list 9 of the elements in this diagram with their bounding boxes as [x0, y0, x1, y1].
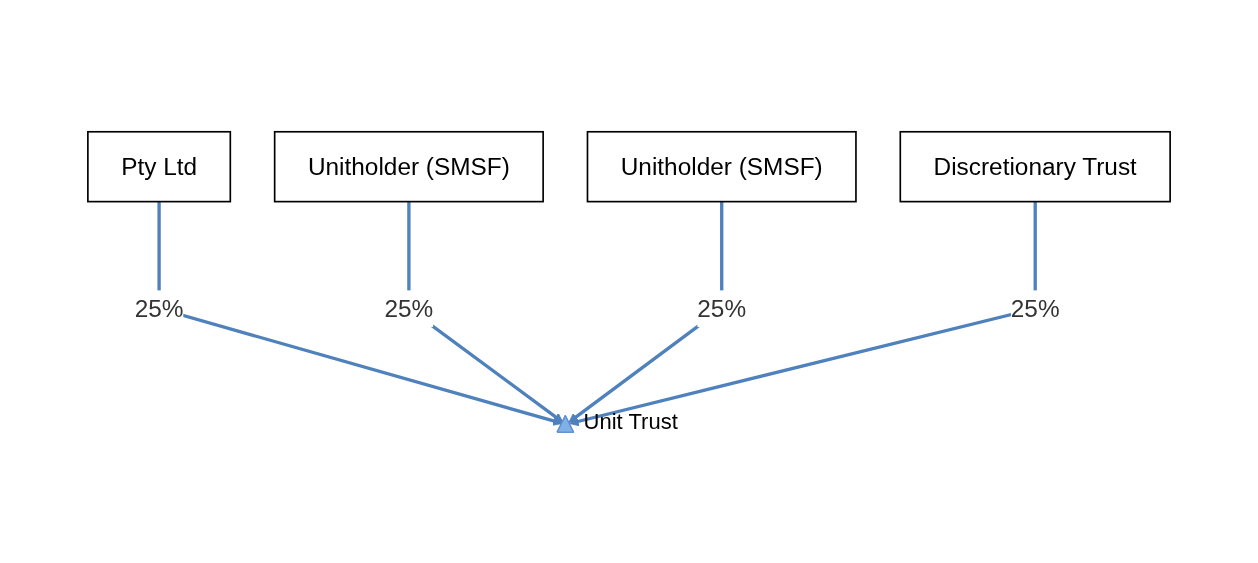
node-box: Unitholder (SMSF) [586, 130, 857, 202]
node-box: Discretionary Trust [899, 130, 1171, 202]
edge-label: 25% [384, 294, 434, 322]
edge-label: 25% [697, 294, 747, 322]
node-caption: Unit Trust [583, 409, 678, 436]
node-box: Unitholder (SMSF) [273, 130, 544, 202]
edge-label: 25% [1010, 294, 1060, 322]
node-box: Pty Ltd [87, 130, 232, 202]
edge-label: 25% [134, 294, 184, 322]
